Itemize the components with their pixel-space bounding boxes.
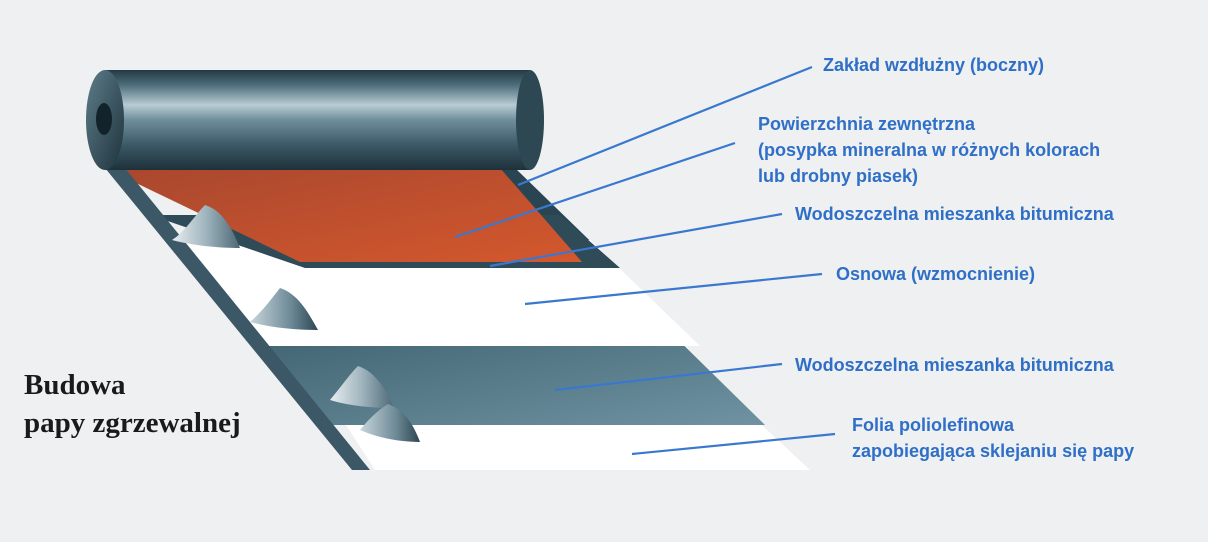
roll-body: [105, 70, 530, 170]
label-foil-line-1: Folia poliolefinowa: [852, 415, 1014, 435]
leader-bitumen-bottom: [554, 362, 783, 392]
roll-core: [96, 103, 112, 135]
label-outer-surface-line-3: lub drobny piasek): [758, 166, 919, 186]
layer-mineral-surface: [105, 168, 582, 262]
leader-bitumen-top: [489, 212, 783, 268]
label-outer-surface: Powierzchnia zewnętrzna (posypka mineral…: [758, 111, 1100, 189]
sheet-left-edge: [105, 168, 370, 470]
curl-bitumen: [330, 366, 394, 408]
label-foil-line-2: zapobiegająca sklejaniu się papy: [852, 441, 1135, 461]
label-bitumen-top-line: Wodoszczelna mieszanka bitumiczna: [795, 204, 1114, 224]
label-base-line: Osnowa (wzmocnienie): [836, 264, 1036, 284]
leader-base: [524, 272, 823, 306]
label-outer-surface-line-2: (posypka mineralna w różnych kolorach: [758, 140, 1101, 160]
diagram-title-line-2: papy zgrzewalnej: [24, 407, 241, 439]
diagram-title: Budowa papy zgrzewalnej: [24, 366, 241, 442]
label-bitumen-bottom-line: Wodoszczelna mieszanka bitumiczna: [795, 355, 1114, 375]
label-foil: Folia poliolefinowa zapobiegająca skleja…: [852, 412, 1134, 464]
label-bitumen-bottom: Wodoszczelna mieszanka bitumiczna: [795, 352, 1114, 378]
label-side-lap-line: Zakład wzdłużny (boczny): [823, 55, 1045, 75]
leader-lines: [454, 65, 836, 456]
curl-base: [250, 288, 318, 330]
roll-right-cap: [516, 70, 544, 170]
curl-top: [172, 205, 240, 248]
curl-foil: [360, 404, 420, 442]
leader-lap: [517, 65, 813, 187]
label-base: Osnowa (wzmocnienie): [836, 261, 1035, 287]
leader-foil: [631, 432, 836, 456]
label-side-lap: Zakład wzdłużny (boczny): [823, 52, 1044, 78]
label-bitumen-top: Wodoszczelna mieszanka bitumiczna: [795, 201, 1114, 227]
diagram-title-line-1: Budowa: [24, 369, 126, 401]
label-outer-surface-line-1: Powierzchnia zewnętrzna: [758, 114, 976, 134]
leader-surface: [454, 141, 736, 239]
